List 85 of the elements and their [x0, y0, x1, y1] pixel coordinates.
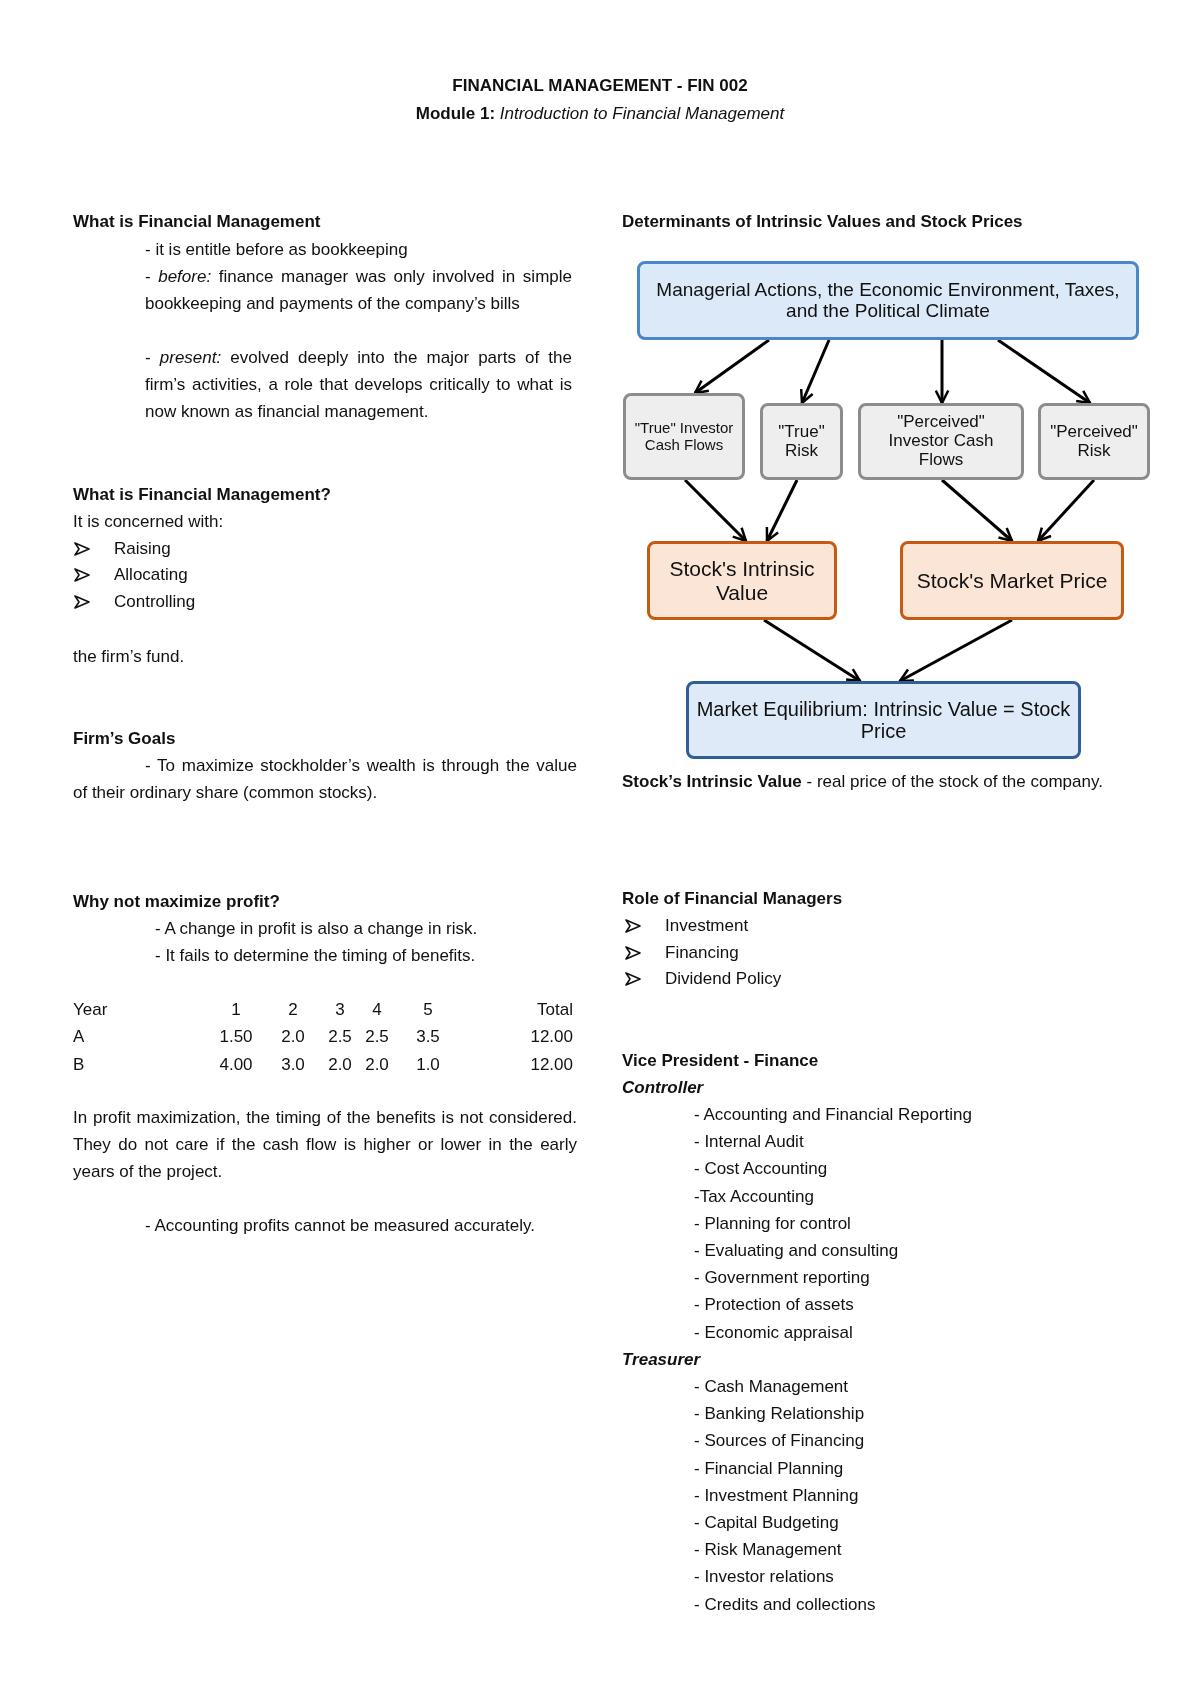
list-item: - Planning for control: [694, 1212, 852, 1235]
body-text: - It fails to determine the timing of benefits.: [155, 945, 477, 967]
arrow: [799, 339, 831, 405]
arrow: [765, 479, 799, 543]
body-text: - To maximize stockholder’s wealth is through the value of their ordinary share (common stocks).: [73, 755, 577, 804]
section-heading: Determinants of Intrinsic Values and Stock Prices: [622, 211, 1024, 233]
section-heading: Why not maximize profit?: [73, 891, 281, 913]
list-item: - Economic appraisal: [694, 1321, 854, 1344]
section-heading: Controller: [622, 1077, 705, 1099]
table-cell-text: 1.50: [218, 1026, 254, 1048]
arrow: [941, 478, 1014, 543]
list-item: Allocating: [114, 564, 188, 586]
body-text: - it is entitle before as bookkeeping: [145, 239, 409, 261]
list-item: - Cost Accounting: [694, 1158, 829, 1181]
list-item: - Investment Planning: [694, 1484, 860, 1507]
table-cell-text: 2: [287, 999, 299, 1021]
table-cell-text: 2.5: [364, 1026, 390, 1048]
section-heading: Treasurer: [622, 1349, 702, 1371]
section-heading: What is Financial Management?: [73, 484, 332, 506]
table-cell-text: Year: [73, 999, 109, 1021]
result-box: Market Equilibrium: Intrinsic Value = Stock Price: [686, 681, 1081, 759]
table-cell-text: 1.0: [415, 1054, 441, 1076]
list-item: - Sources of Financing: [694, 1430, 866, 1453]
list-item: Investment: [665, 915, 749, 937]
list-item: - Capital Budgeting: [694, 1512, 840, 1534]
arrow: [997, 338, 1092, 405]
arrow: [763, 618, 862, 683]
body-text: - A change in profit is also a change in risk.: [155, 918, 479, 940]
subtitle: Module 1: Introduction to Financial Management: [414, 103, 786, 125]
table-cell-text: 4: [371, 999, 383, 1021]
table-cell-text: 3.5: [415, 1026, 441, 1048]
body-text: It is concerned with:: [73, 511, 225, 533]
list-item: Controlling: [114, 591, 196, 613]
value-box: Stock's Intrinsic Value: [647, 541, 837, 620]
list-item: - Credits and collections: [694, 1593, 877, 1616]
table-cell-text: 12.00: [529, 1054, 573, 1076]
list-item: - Cash Management: [694, 1376, 850, 1398]
body-text: the firm’s fund.: [73, 646, 186, 668]
arrow: [683, 478, 748, 543]
list-item: - Evaluating and consulting: [694, 1240, 900, 1262]
body-text: Stock’s Intrinsic Value - real price of the stock of the company.: [622, 771, 1104, 793]
body-text: - present: evolved deeply into the major parts of the firm’s activities, a role that develops critically to what is now known as financial management.: [145, 347, 572, 423]
list-item: Financing: [665, 942, 739, 964]
section-heading: Vice President - Finance: [622, 1050, 820, 1072]
list-item: - Banking Relationship: [694, 1403, 866, 1426]
factor-box: "Perceived" Investor Cash Flows: [858, 403, 1024, 480]
list-item: - Protection of assets: [694, 1294, 855, 1317]
list-item: - Financial Planning: [694, 1457, 845, 1480]
table-cell-text: Total: [536, 999, 573, 1021]
section-heading: Role of Financial Managers: [622, 888, 844, 910]
list-item: - Accounting and Financial Reporting: [694, 1104, 973, 1126]
arrow: [693, 338, 770, 395]
table-cell-text: 3.0: [280, 1054, 306, 1076]
table-cell-text: 2.0: [327, 1054, 353, 1076]
body-text: In profit maximization, the timing of the benefits is not considered. They do not care if the cash flow is higher or lower in the early years of the project.: [73, 1107, 577, 1183]
table-cell-text: A: [73, 1026, 86, 1048]
section-heading: What is Financial Management: [73, 211, 322, 233]
list-item: - Investor relations: [694, 1566, 835, 1589]
arrow: [898, 618, 1013, 683]
list-item: - Government reporting: [694, 1267, 871, 1290]
body-text: - before: finance manager was only involved in simple bookkeeping and payments of the company’s bills: [145, 266, 572, 315]
process-box: Managerial Actions, the Economic Environment, Taxes, and the Political Climate: [637, 261, 1139, 340]
table-cell-text: 12.00: [529, 1026, 573, 1048]
list-item: Raising: [114, 538, 171, 560]
section-heading: Firm’s Goals: [73, 728, 177, 750]
table-cell-text: 1: [230, 999, 242, 1021]
table-cell-text: 4.00: [218, 1054, 254, 1076]
list-item: Dividend Policy: [665, 968, 782, 990]
body-text: - Accounting profits cannot be measured accurately.: [145, 1215, 536, 1237]
page-title: FINANCIAL MANAGEMENT - FIN 002: [451, 75, 749, 97]
table-cell-text: 5: [422, 999, 434, 1021]
value-box: Stock's Market Price: [900, 541, 1124, 620]
table-cell-text: 2.0: [364, 1054, 390, 1076]
table-cell-text: 3: [334, 999, 346, 1021]
factor-box: "Perceived" Risk: [1038, 403, 1150, 480]
list-item: -Tax Accounting: [694, 1185, 815, 1208]
table-cell-text: 2.0: [280, 1026, 306, 1048]
arrow: [1036, 479, 1096, 543]
list-item: - Risk Management: [694, 1539, 843, 1562]
list-item: - Internal Audit: [694, 1131, 805, 1154]
table-cell-text: 2.5: [327, 1026, 353, 1048]
factor-box: "True" Risk: [760, 403, 843, 480]
arrow: [934, 340, 950, 405]
factor-box: "True" Investor Cash Flows: [623, 393, 745, 480]
table-cell-text: B: [73, 1054, 86, 1076]
